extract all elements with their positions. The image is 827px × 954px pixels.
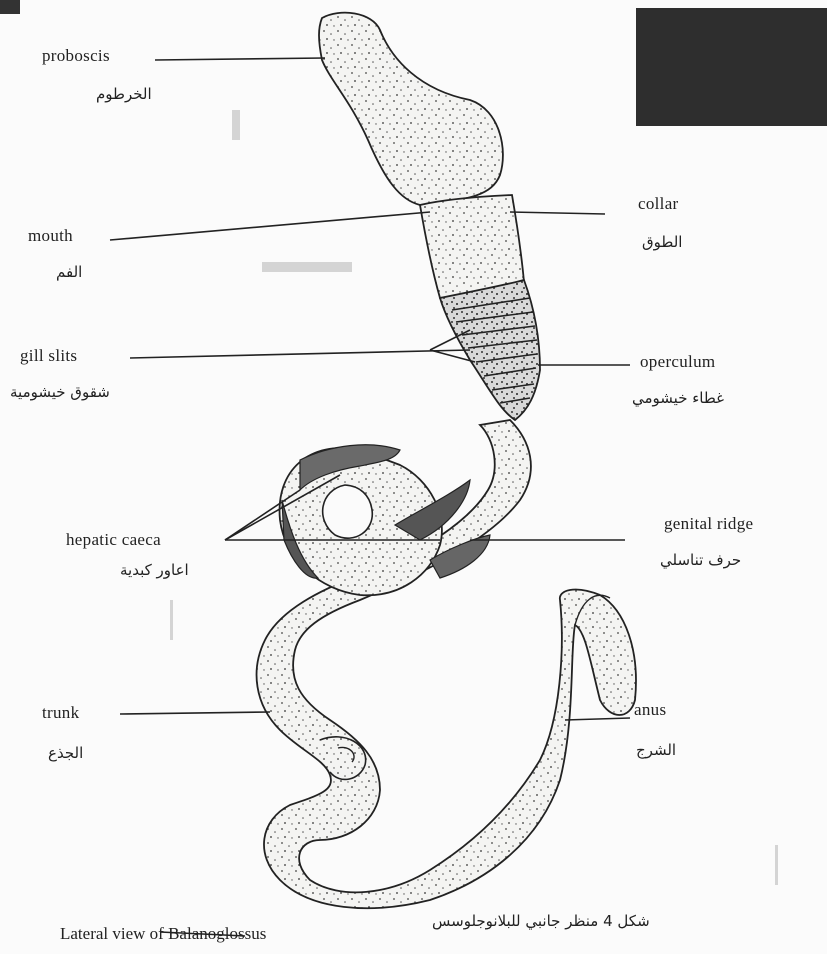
label-mouth-ar: الفم — [56, 262, 82, 282]
label-gill-slits-ar: شقوق خيشومية — [10, 382, 110, 402]
label-anus-ar: الشرج — [636, 740, 676, 760]
label-hepatic-caeca-ar: اعاور كبدية — [120, 560, 189, 580]
label-anus: anus — [634, 700, 666, 720]
label-proboscis: proboscis — [42, 46, 110, 66]
proboscis-shape — [319, 13, 503, 205]
label-collar-ar: الطوق — [642, 232, 682, 252]
label-trunk-ar: الجذع — [48, 743, 83, 763]
collar-shape — [420, 195, 524, 298]
label-trunk: trunk — [42, 703, 79, 723]
label-operculum-ar: غطاء خيشومي — [632, 388, 724, 408]
label-genital-ridge-ar: حرف تناسلي — [660, 550, 741, 570]
caption-arabic: شكل 4 منظر جانبي للبلانوجلوسس — [432, 912, 650, 930]
label-proboscis-ar: الخرطوم — [96, 84, 152, 104]
dark-corner-block — [636, 8, 827, 126]
label-mouth: mouth — [28, 226, 73, 246]
label-operculum: operculum — [640, 352, 715, 372]
label-hepatic-caeca: hepatic caeca — [66, 530, 161, 550]
label-collar: collar — [638, 194, 679, 214]
caption-english: Lateral view of Balanoglossus — [60, 924, 266, 944]
label-genital-ridge: genital ridge — [664, 514, 753, 534]
label-gill-slits: gill slits — [20, 346, 77, 366]
